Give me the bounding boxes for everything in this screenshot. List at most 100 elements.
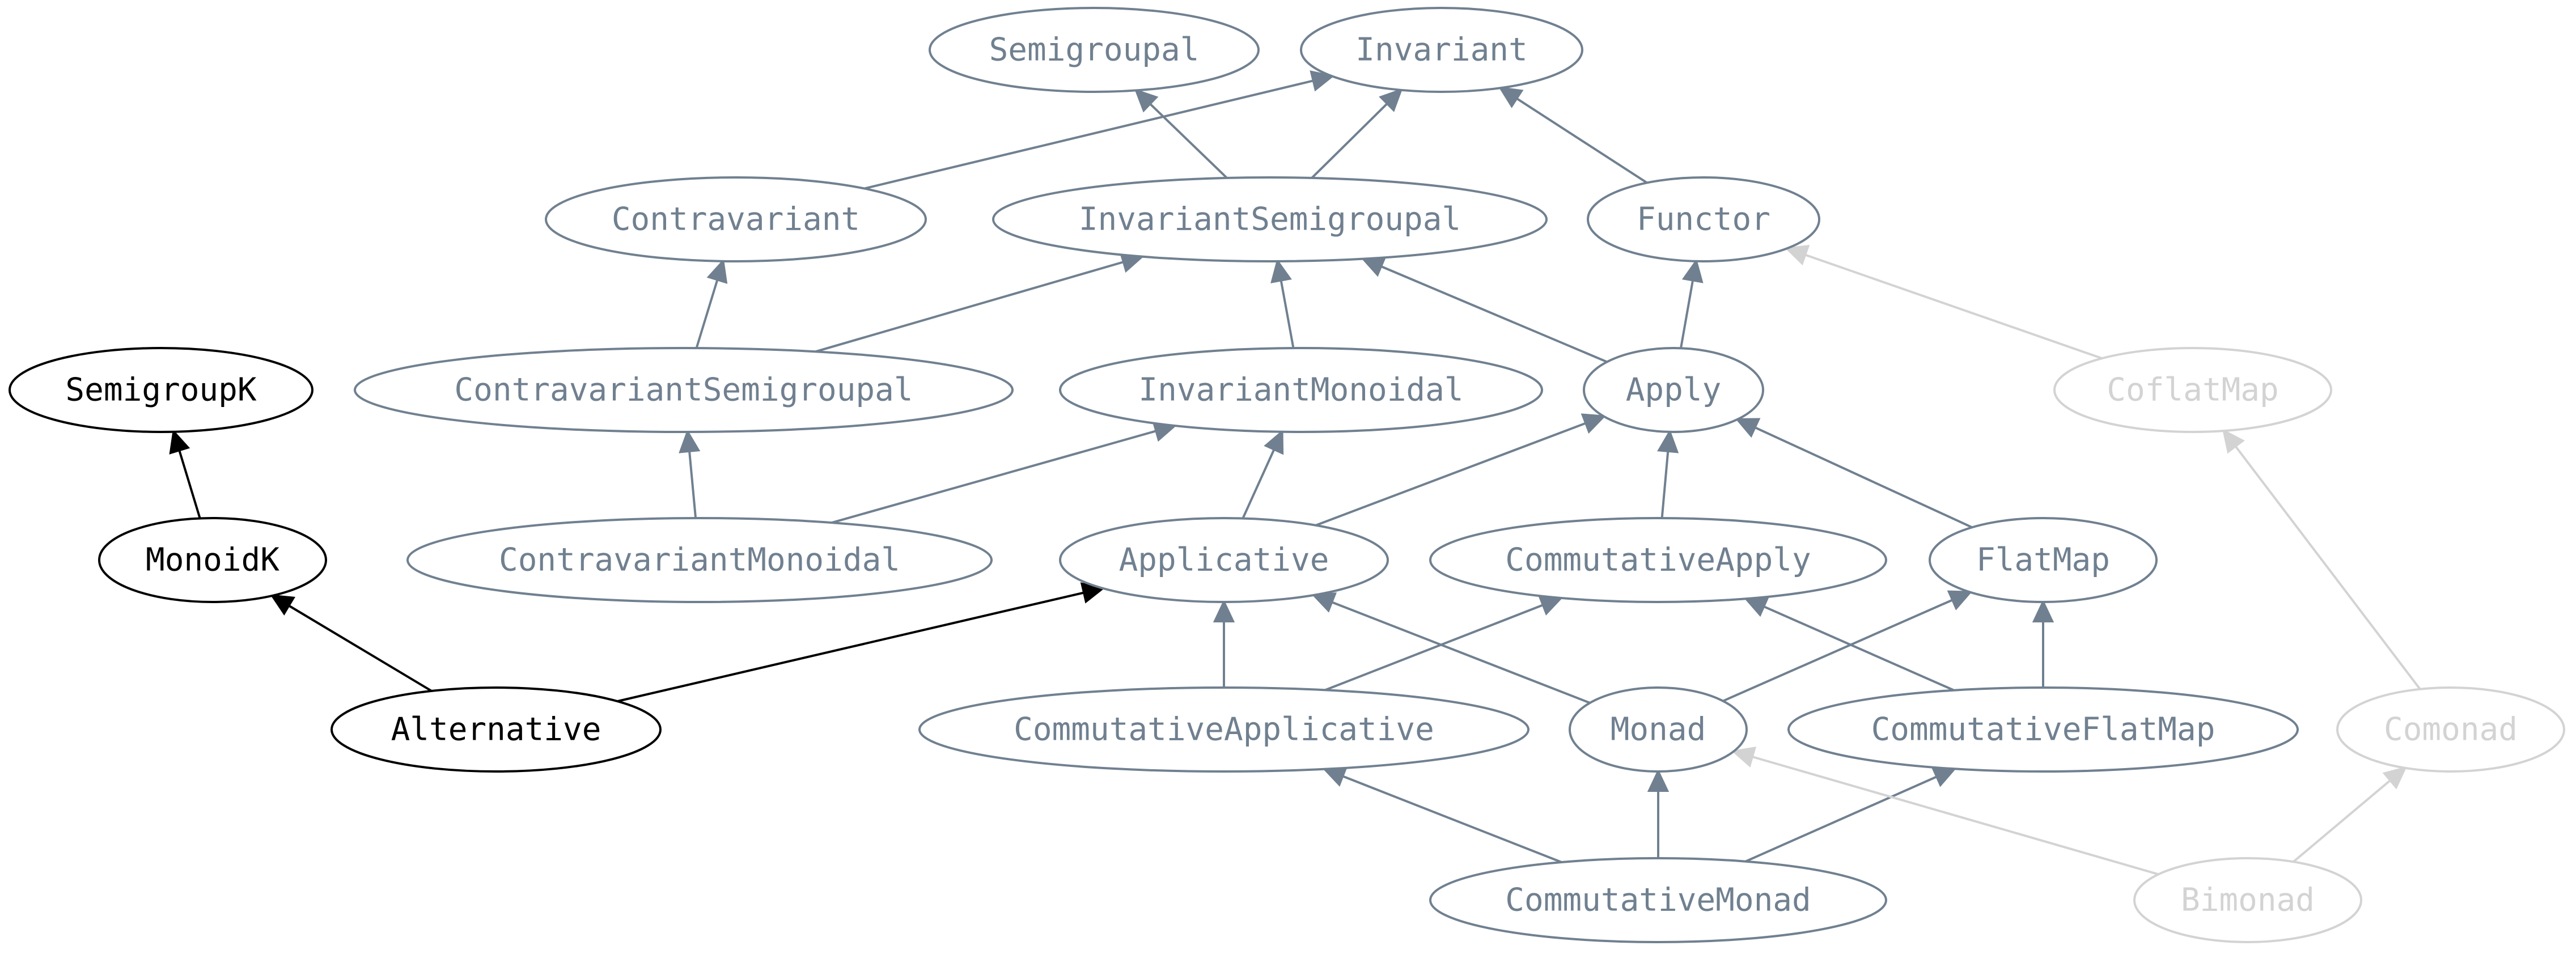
- node-label: Apply: [1626, 372, 1722, 409]
- node-contravariant-monoidal: ContravariantMonoidal: [406, 517, 993, 603]
- edge-line: [1279, 280, 1295, 349]
- edge-line: [831, 430, 1156, 524]
- edge-monad-to-applicative: [1311, 592, 1591, 704]
- edge-applicative-to-apply: [1315, 413, 1607, 527]
- node-label: InvariantSemigroupal: [1079, 201, 1461, 238]
- edge-line: [1331, 601, 1591, 704]
- arrowhead-icon: [2032, 599, 2054, 622]
- edge-contravariant-monoidal-to-invariant-monoidal: [831, 421, 1177, 524]
- node-ellipse: [1429, 857, 1887, 943]
- arrowhead-icon: [1743, 597, 1769, 617]
- node-label: InvariantMonoidal: [1138, 372, 1463, 409]
- arrowhead-icon: [1681, 258, 1704, 283]
- arrowhead-icon: [1322, 766, 1348, 787]
- arrowhead-icon: [270, 594, 295, 616]
- node-semigroupk: SemigroupK: [9, 347, 313, 433]
- edge-apply-to-functor: [1680, 258, 1704, 349]
- edge-invariant-semigroupal-to-invariant: [1311, 88, 1403, 179]
- edge-invariant-monoidal-to-invariant-semigroupal: [1270, 258, 1295, 349]
- arrowhead-icon: [1538, 595, 1564, 616]
- node-ellipse: [1583, 347, 1764, 433]
- arrowhead-icon: [2382, 766, 2408, 790]
- arrowhead-icon: [1657, 429, 1679, 453]
- node-functor: Functor: [1587, 176, 1820, 262]
- edge-line: [1242, 448, 1276, 519]
- node-label: MonoidK: [146, 542, 279, 579]
- node-invariant-monoidal: InvariantMonoidal: [1059, 347, 1543, 433]
- node-contravariant-semigroupal: ContravariantSemigroupal: [354, 347, 1014, 433]
- edge-line: [1315, 422, 1586, 527]
- edge-line: [2234, 445, 2421, 690]
- node-monoidk: MonoidK: [98, 517, 327, 603]
- edge-line: [1752, 756, 2159, 876]
- node-ellipse: [406, 517, 993, 603]
- edge-line: [864, 79, 1314, 190]
- node-ellipse: [9, 347, 313, 433]
- arrowhead-icon: [1931, 767, 1957, 787]
- edge-line: [2293, 779, 2391, 863]
- edge-line: [288, 604, 433, 692]
- node-semigroupal: Semigroupal: [929, 7, 1260, 93]
- edge-line: [1516, 97, 1648, 184]
- node-label: Monad: [1611, 711, 1706, 748]
- edge-commutative-flatmap-to-flatmap: [2032, 599, 2054, 688]
- edge-line: [1804, 253, 2103, 360]
- edge-layer: [169, 70, 2421, 876]
- node-label: Functor: [1637, 201, 1770, 238]
- edge-line: [1754, 426, 1973, 529]
- node-invariant: Invariant: [1300, 7, 1583, 93]
- node-comonad: Comonad: [2336, 686, 2565, 773]
- edge-contravariant-to-invariant: [864, 70, 1335, 190]
- node-commutative-apply: CommutativeApply: [1429, 517, 1887, 603]
- node-label: CommutativeFlatMap: [1871, 711, 2215, 748]
- arrowhead-icon: [1731, 747, 1757, 768]
- edge-line: [1325, 604, 1544, 692]
- arrowhead-icon: [1647, 769, 1670, 792]
- arrowhead-icon: [1134, 88, 1159, 113]
- node-contravariant: Contravariant: [545, 176, 927, 262]
- node-label: Invariant: [1355, 32, 1527, 69]
- node-bimonad: Bimonad: [2133, 857, 2362, 943]
- edge-line: [1342, 775, 1562, 863]
- node-ellipse: [331, 686, 662, 773]
- node-applicative: Applicative: [1059, 517, 1389, 603]
- edge-line: [695, 279, 719, 349]
- node-label: Semigroupal: [989, 32, 1200, 69]
- edge-line: [178, 450, 201, 519]
- edge-flatmap-to-apply: [1735, 418, 1973, 529]
- node-label: Bimonad: [2181, 882, 2315, 919]
- arrowhead-icon: [1270, 258, 1292, 283]
- edge-line: [1380, 265, 1608, 363]
- node-commutative-flatmap: CommutativeFlatMap: [1787, 686, 2299, 773]
- arrowhead-icon: [1213, 599, 1235, 622]
- edge-comonad-to-coflatmap: [2222, 429, 2421, 690]
- node-commutative-monad: CommutativeMonad: [1429, 857, 1887, 943]
- edge-functor-to-invariant: [1498, 86, 1648, 184]
- arrowhead-icon: [1581, 413, 1607, 434]
- node-ellipse: [1300, 7, 1583, 93]
- node-ellipse: [2053, 347, 2332, 433]
- node-ellipse: [1929, 517, 2158, 603]
- node-ellipse: [918, 686, 1530, 773]
- edge-applicative-to-invariant-monoidal: [1242, 429, 1284, 519]
- edge-invariant-semigroupal-to-semigroupal: [1134, 88, 1228, 179]
- edge-bimonad-to-comonad: [2293, 766, 2408, 863]
- edge-monad-to-flatmap: [1722, 590, 1973, 702]
- node-ellipse: [2133, 857, 2362, 943]
- node-ellipse: [929, 7, 1260, 93]
- arrowhead-icon: [2222, 429, 2245, 454]
- edge-commutative-monad-to-commutative-flatmap: [1745, 767, 1957, 863]
- node-ellipse: [545, 176, 927, 262]
- node-label: FlatMap: [1976, 542, 2110, 579]
- node-label: CommutativeMonad: [1505, 882, 1811, 919]
- node-alternative: Alternative: [331, 686, 662, 773]
- node-ellipse: [1059, 347, 1543, 433]
- edge-commutative-monad-to-monad: [1647, 769, 1670, 858]
- node-coflatmap: CoflatMap: [2053, 347, 2332, 433]
- arrowhead-icon: [1379, 88, 1403, 112]
- arrowhead-icon: [679, 429, 701, 453]
- node-flatmap: FlatMap: [1929, 517, 2158, 603]
- edge-contravariant-monoidal-to-contravariant-semigroupal: [679, 429, 701, 519]
